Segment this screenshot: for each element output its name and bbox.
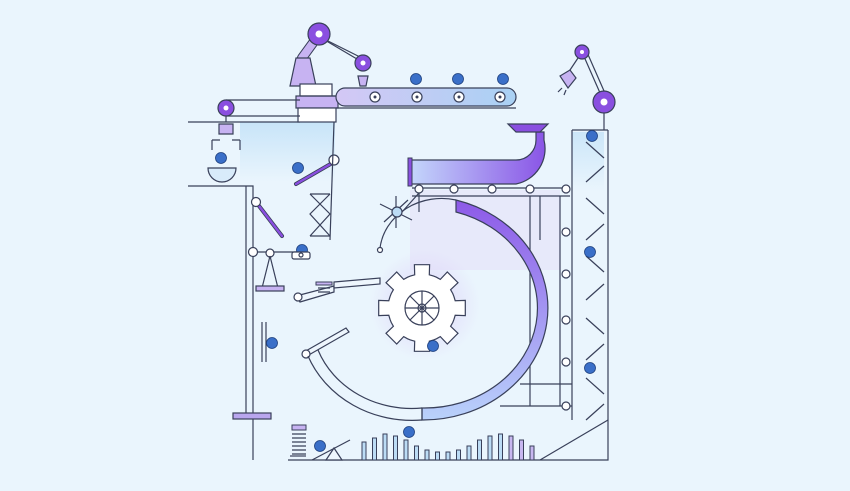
ball <box>452 73 464 85</box>
robot-arm-right <box>557 44 616 130</box>
equalizer-bar <box>477 439 482 461</box>
equalizer-bars <box>361 433 535 461</box>
conveyor-belt <box>300 87 517 109</box>
zigzag-ramp <box>539 130 609 461</box>
curved-track <box>307 197 549 421</box>
equalizer-bar <box>519 439 524 461</box>
equalizer-bar <box>403 439 409 461</box>
spring-launcher <box>293 277 381 359</box>
equalizer-bar <box>424 449 430 461</box>
ball <box>427 340 439 352</box>
ball <box>497 73 509 85</box>
equalizer-bar <box>435 451 440 461</box>
ball <box>403 426 415 438</box>
equalizer-bar <box>372 437 377 461</box>
ball <box>314 440 326 452</box>
left-linkage <box>247 196 311 362</box>
ball-dispenser <box>207 99 300 183</box>
ball <box>266 337 278 349</box>
ball <box>586 130 598 142</box>
ball <box>584 246 596 258</box>
equalizer-bar <box>414 445 419 461</box>
side-rails <box>500 196 572 411</box>
equalizer-bar <box>498 433 503 461</box>
robot-arm-top <box>289 22 372 123</box>
pinwheel <box>379 196 413 228</box>
ball <box>215 152 227 164</box>
equalizer-bar <box>393 435 398 461</box>
equalizer-bar <box>382 433 388 461</box>
equalizer-bar <box>456 449 461 461</box>
equalizer-bar <box>529 445 535 461</box>
equalizer-bar <box>487 435 493 461</box>
ball <box>292 162 304 174</box>
bottom-spring <box>290 424 351 461</box>
ball <box>584 362 596 374</box>
equalizer-bar <box>508 435 514 461</box>
funnel-pipe <box>407 123 550 187</box>
upper-lever <box>292 121 340 241</box>
upper-rail <box>401 184 571 213</box>
equalizer-bar <box>361 441 367 461</box>
equalizer-bar <box>466 445 472 461</box>
ball <box>410 73 422 85</box>
equalizer-bar <box>445 451 451 461</box>
big-gear <box>378 264 466 352</box>
belt-balls <box>410 73 509 85</box>
